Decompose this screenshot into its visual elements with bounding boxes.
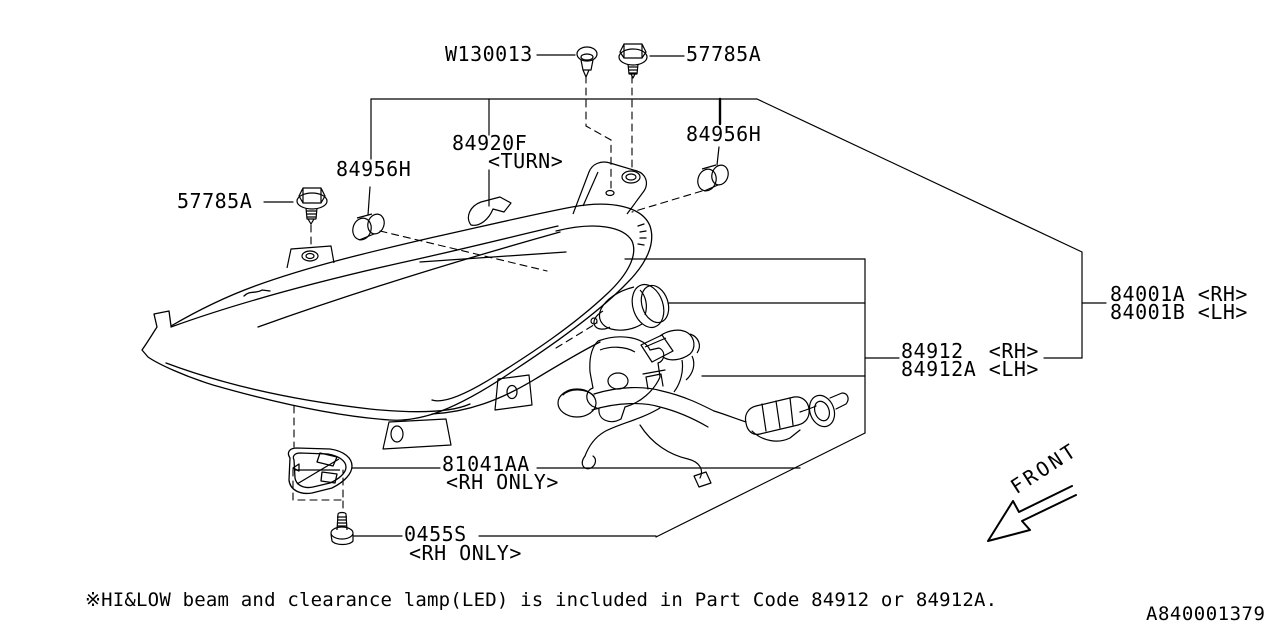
screw-57785a-top-icon: [618, 43, 648, 79]
label-screw-top: 57785A: [686, 42, 762, 66]
label-cord-lh: 84912A <LH>: [901, 357, 1039, 381]
grommet-right-icon: [697, 164, 729, 192]
label-assy-lh: 84001B <LH>: [1110, 300, 1248, 324]
label-grommet-left: 84956H: [336, 157, 412, 181]
cover-clip-icon: [287, 447, 353, 495]
wiring-harness: [557, 369, 849, 488]
grommet-left-icon: [352, 213, 385, 241]
pin-clip-w130013-icon: [576, 46, 598, 79]
footnote: ※HI&LOW beam and clearance lamp(LED) is …: [85, 589, 998, 611]
dashed-locator-lines: [292, 75, 703, 512]
drawing-code: A840001379: [1146, 603, 1266, 625]
leader-lines: [263, 54, 1107, 538]
label-assy-rh: 84001A <RH>: [1110, 282, 1248, 306]
front-arrow-icon: [987, 485, 1077, 542]
headlamp-outline: [141, 203, 653, 421]
label-grommet-right: 84956H: [686, 122, 762, 146]
screw-57785a-left-icon: [296, 187, 328, 225]
label-turn-clip: 84920F: [452, 131, 528, 155]
mounting-tabs: [286, 161, 665, 450]
screw-0455s-icon: [330, 511, 354, 546]
led-bulb-socket: [590, 283, 670, 331]
label-tap-screw-note: <RH ONLY>: [409, 541, 522, 565]
label-pin-clip: W130013: [445, 42, 533, 66]
label-cover-note: <RH ONLY>: [446, 470, 559, 494]
turn-clip-icon: [467, 196, 512, 226]
label-cover: 81041AA: [442, 452, 530, 476]
label-cord-rh: 84912 <RH>: [901, 339, 1039, 363]
label-screw-left: 57785A: [177, 189, 253, 213]
turn-bulb-socket: [640, 329, 700, 393]
label-turn-clip-note: <TURN>: [488, 149, 564, 173]
label-tap-screw: 0455S: [404, 522, 467, 546]
